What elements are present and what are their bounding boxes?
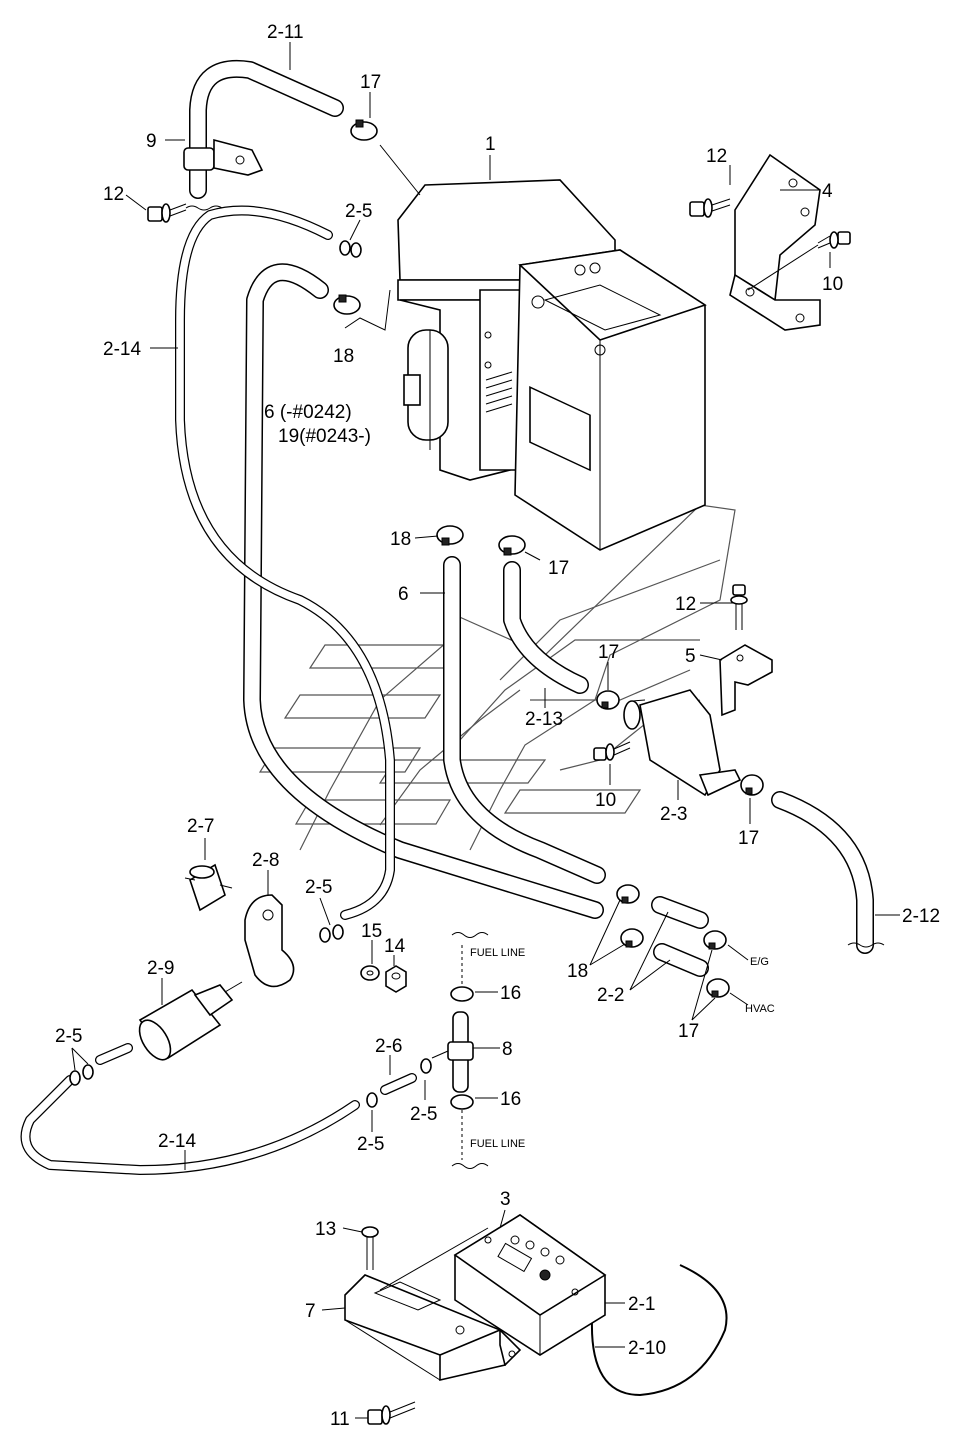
fuel-filter bbox=[138, 981, 243, 1061]
callout-2-8: 2-8 bbox=[252, 850, 279, 871]
callout-2-11: 2-11 bbox=[267, 22, 304, 43]
callout-13: 13 bbox=[315, 1219, 336, 1240]
callout-3: 3 bbox=[500, 1189, 511, 1210]
callout-6a: 6 (-#0242) bbox=[264, 402, 352, 423]
callout-17d: 17 bbox=[738, 828, 759, 849]
callout-2-9: 2-9 bbox=[147, 958, 174, 979]
callout-2-10: 2-10 bbox=[628, 1338, 666, 1359]
callout-9: 9 bbox=[146, 131, 157, 152]
callout-2-5d: 2-5 bbox=[357, 1134, 384, 1155]
callout-19: 19(#0243-) bbox=[278, 426, 371, 447]
label-fuel-line-top: FUEL LINE bbox=[470, 947, 525, 959]
callout-2-5a: 2-5 bbox=[345, 201, 372, 222]
heater-unit bbox=[397, 179, 707, 551]
callout-11: 11 bbox=[330, 1409, 350, 1430]
hose-clamps bbox=[333, 119, 764, 1110]
callout-2-1: 2-1 bbox=[628, 1294, 655, 1315]
callout-6b: 6 bbox=[398, 584, 409, 605]
fuel-lines bbox=[20, 205, 728, 1397]
callout-18b: 18 bbox=[390, 529, 411, 550]
callout-2-6: 2-6 bbox=[375, 1036, 402, 1057]
label-eg: E/G bbox=[750, 956, 769, 968]
bracket-7 bbox=[344, 1274, 522, 1382]
silencer bbox=[623, 689, 742, 797]
callout-16b: 16 bbox=[500, 1089, 521, 1110]
callout-5: 5 bbox=[685, 646, 696, 667]
fasteners bbox=[147, 198, 851, 1425]
bracket-4 bbox=[729, 153, 821, 331]
callout-labels: 2-11 17 1 9 12 2-5 18 2-14 6 (-#0242) 19… bbox=[55, 22, 940, 1430]
label-hvac: HVAC bbox=[745, 1003, 775, 1015]
callout-2-2: 2-2 bbox=[597, 985, 624, 1006]
cut-lines bbox=[185, 205, 885, 1169]
callout-2-7: 2-7 bbox=[187, 816, 214, 837]
coolant-hoses bbox=[189, 59, 874, 977]
callout-16a: 16 bbox=[500, 983, 521, 1004]
callout-14: 14 bbox=[384, 936, 406, 957]
hose-clamp-9 bbox=[183, 138, 264, 176]
callout-17e: 17 bbox=[678, 1021, 699, 1042]
callout-2-5b: 2-5 bbox=[305, 877, 332, 898]
vent-slots bbox=[485, 371, 513, 413]
callout-12a: 12 bbox=[103, 184, 124, 205]
callout-17a: 17 bbox=[360, 72, 381, 93]
callout-8: 8 bbox=[502, 1039, 513, 1060]
fuel-pump bbox=[184, 863, 233, 912]
watermark-logo bbox=[258, 504, 736, 851]
label-fuel-line-bottom: FUEL LINE bbox=[470, 1138, 525, 1150]
t-piece bbox=[431, 1011, 474, 1093]
callout-2-3: 2-3 bbox=[660, 804, 687, 825]
callout-2-13: 2-13 bbox=[525, 709, 563, 730]
callout-12b: 12 bbox=[706, 146, 727, 167]
callout-18a: 18 bbox=[333, 346, 354, 367]
fuel-clips bbox=[69, 240, 432, 1108]
callout-10b: 10 bbox=[595, 790, 616, 811]
callout-18c: 18 bbox=[567, 961, 588, 982]
callout-4: 4 bbox=[822, 181, 833, 202]
callout-17c: 17 bbox=[598, 642, 619, 663]
control-panel bbox=[453, 1214, 607, 1356]
callout-7: 7 bbox=[305, 1301, 316, 1322]
callout-2-5e: 2-5 bbox=[55, 1026, 82, 1047]
callout-17b: 17 bbox=[548, 558, 569, 579]
bracket-5 bbox=[719, 644, 773, 717]
callout-12c: 12 bbox=[675, 594, 696, 615]
callout-2-14a: 2-14 bbox=[103, 339, 141, 360]
callout-15: 15 bbox=[361, 921, 382, 942]
callout-10a: 10 bbox=[822, 274, 843, 295]
callout-2-5c: 2-5 bbox=[410, 1104, 437, 1125]
callout-2-12: 2-12 bbox=[902, 906, 940, 927]
callout-2-14b: 2-14 bbox=[158, 1131, 196, 1152]
pump-bracket bbox=[244, 894, 295, 988]
callout-1: 1 bbox=[485, 134, 496, 155]
leader-lines bbox=[71, 42, 900, 1419]
